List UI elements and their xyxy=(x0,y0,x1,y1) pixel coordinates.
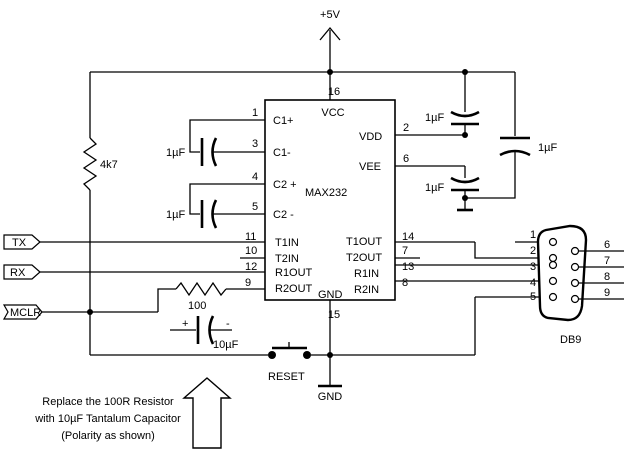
svg-text:1: 1 xyxy=(252,107,258,119)
svg-text:C1-: C1- xyxy=(273,147,291,159)
svg-text:T2IN: T2IN xyxy=(275,253,299,265)
svg-text:4: 4 xyxy=(252,171,258,183)
tx-signal: TX xyxy=(3,234,265,250)
ic-left-pins: 1 C1+ 3 C1- 4 C2 + 5 C2 - 11 T1IN 10 T2I… xyxy=(240,107,313,295)
svg-text:7: 7 xyxy=(604,255,610,267)
svg-text:T1IN: T1IN xyxy=(275,237,299,249)
top-rail xyxy=(90,69,515,100)
svg-text:T2OUT: T2OUT xyxy=(346,252,382,264)
tantalum-plus: + xyxy=(182,318,188,330)
db9-connector: 1 2 3 4 5 6 7 8 9 DB9 xyxy=(530,224,624,346)
vcc-label: VCC xyxy=(321,107,344,119)
svg-text:R1OUT: R1OUT xyxy=(275,267,313,279)
svg-text:R1IN: R1IN xyxy=(354,268,379,280)
capacitor-vee: 1µF xyxy=(395,165,480,212)
note-line-2: with 10µF Tantalum Capacitor xyxy=(34,413,181,425)
svg-text:10: 10 xyxy=(245,245,257,257)
svg-text:VDD: VDD xyxy=(359,131,382,143)
svg-text:VEE: VEE xyxy=(359,161,381,173)
svg-text:T1OUT: T1OUT xyxy=(346,236,382,248)
svg-text:C2 +: C2 + xyxy=(273,179,297,191)
note-line-1: Replace the 100R Resistor xyxy=(42,396,174,408)
c2-value: 1µF xyxy=(166,209,185,221)
svg-text:9: 9 xyxy=(604,287,610,299)
db9-label: DB9 xyxy=(560,334,581,346)
tantalum-value: 10µF xyxy=(213,339,239,351)
svg-text:1: 1 xyxy=(530,229,536,241)
tantalum-minus: - xyxy=(226,318,230,330)
svg-text:12: 12 xyxy=(245,261,257,273)
capacitor-bypass: 1µF xyxy=(465,72,557,199)
ic-gnd-label: GND xyxy=(318,289,343,301)
svg-text:4: 4 xyxy=(530,277,536,289)
c1-value: 1µF xyxy=(166,147,185,159)
supply-5v: +5V xyxy=(319,9,341,72)
supply-label: +5V xyxy=(320,9,341,21)
ground-symbol: GND xyxy=(318,300,343,403)
tx-label: TX xyxy=(12,237,27,249)
svg-text:11: 11 xyxy=(245,231,256,243)
note-line-3: (Polarity as shown) xyxy=(61,430,155,442)
resistor-100: 100 xyxy=(157,281,265,312)
mclr-signal: MCLR xyxy=(2,304,158,320)
rx-label: RX xyxy=(10,267,26,279)
series-resistor-value: 100 xyxy=(188,300,206,312)
gnd-label: GND xyxy=(318,391,343,403)
capacitor-tantalum: + - 10µF xyxy=(170,315,239,351)
replacement-note: Replace the 100R Resistor with 10µF Tant… xyxy=(34,377,232,449)
reset-label: RESET xyxy=(268,371,305,383)
svg-text:2: 2 xyxy=(530,245,536,257)
junction-dot xyxy=(87,309,93,315)
junction-dot xyxy=(327,352,333,358)
junction-dot xyxy=(462,132,468,138)
gnd-pin-number: 15 xyxy=(328,309,340,321)
mclr-label: MCLR xyxy=(10,307,41,319)
svg-text:9: 9 xyxy=(245,277,251,289)
rx-signal: RX xyxy=(3,264,265,280)
svg-text:R2OUT: R2OUT xyxy=(275,283,313,295)
capacitor-vdd: 1µF xyxy=(395,72,480,138)
vdd-cap-value: 1µF xyxy=(425,112,444,124)
svg-text:14: 14 xyxy=(402,231,414,243)
svg-text:2: 2 xyxy=(403,122,409,134)
svg-text:3: 3 xyxy=(530,261,536,273)
ic-name: MAX232 xyxy=(305,187,347,199)
vcc-pin-number: 16 xyxy=(328,86,340,98)
switch-contact xyxy=(268,351,276,359)
capacitor-c2: 1µF xyxy=(166,183,245,229)
vee-cap-value: 1µF xyxy=(425,182,444,194)
svg-text:C1+: C1+ xyxy=(273,115,294,127)
reset-switch: RESET xyxy=(90,342,475,383)
svg-text:13: 13 xyxy=(402,261,414,273)
svg-text:8: 8 xyxy=(604,271,610,283)
svg-text:6: 6 xyxy=(604,239,610,251)
switch-contact xyxy=(303,351,311,359)
svg-text:3: 3 xyxy=(252,138,258,150)
svg-text:5: 5 xyxy=(252,201,258,213)
svg-text:8: 8 xyxy=(402,277,408,289)
svg-text:5: 5 xyxy=(530,291,536,303)
svg-text:7: 7 xyxy=(402,245,408,257)
bypass-cap-value: 1µF xyxy=(538,142,557,154)
pullup-value: 4k7 xyxy=(100,159,118,171)
capacitor-c1: 1µF xyxy=(166,119,245,167)
db9-wiring xyxy=(395,241,553,355)
up-arrow-icon xyxy=(182,377,232,449)
ic-right-pins: VDD 2 VEE 6 T1OUT 14 T2OUT 7 R1IN 13 R2I… xyxy=(346,122,420,296)
svg-text:R2IN: R2IN xyxy=(354,284,379,296)
svg-text:6: 6 xyxy=(403,153,409,165)
max232-ic: VCC 16 MAX232 GND 15 1 C1+ 3 C1- 4 C2 + … xyxy=(240,86,420,321)
svg-text:C2 -: C2 - xyxy=(273,209,294,221)
